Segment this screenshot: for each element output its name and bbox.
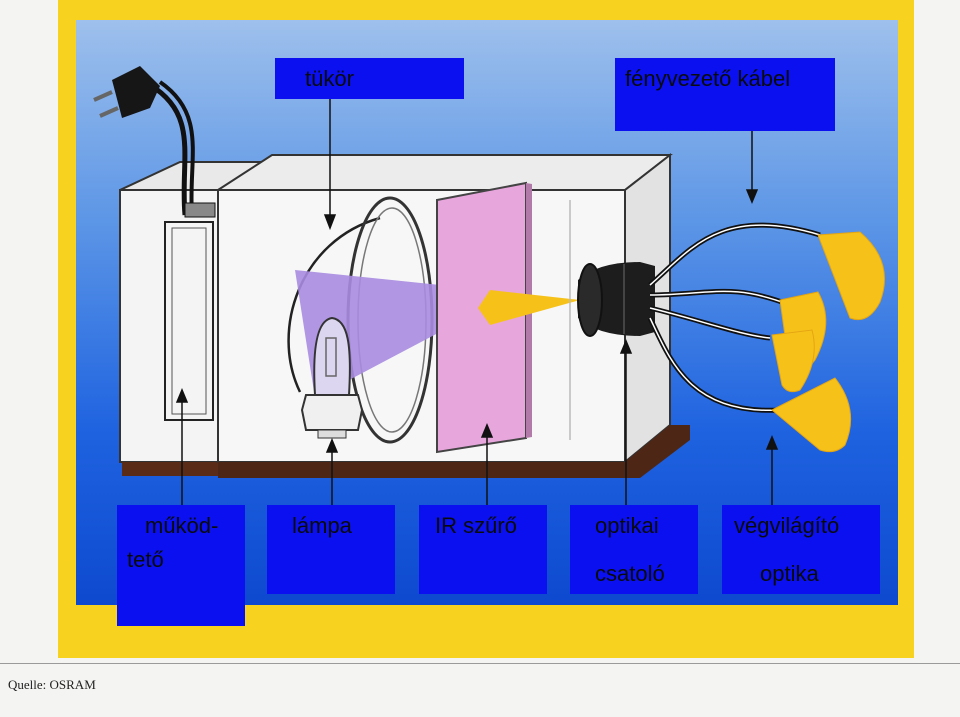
label-mirror-text: tükör [305, 66, 354, 91]
halogen-lamp-icon [300, 316, 364, 439]
end-light-cones [771, 231, 885, 453]
label-end-optics: végvilágító optika [722, 505, 880, 594]
label-optical-coupler: optikai csatoló [570, 505, 698, 594]
label-coupler-line1: optikai [595, 513, 659, 538]
label-driver-line2: tető [127, 547, 164, 572]
fiber-highlights [649, 224, 821, 411]
label-fiber-cable: fényvezető kábel [615, 58, 835, 131]
label-end-optics-line1: végvilágító [734, 513, 840, 538]
label-driver-line1: működ- [145, 513, 219, 538]
label-lamp-text: lámpa [292, 513, 352, 538]
label-mirror: tükör [275, 58, 464, 99]
label-ir-filter: IR szűrő [419, 505, 547, 594]
ir-filter-plate [436, 181, 532, 454]
source-credit: Quelle: OSRAM [8, 677, 96, 692]
pointer-arrows [175, 99, 779, 505]
label-fiber-cable-text: fényvezető kábel [625, 66, 791, 91]
label-ir-filter-text: IR szűrő [435, 513, 517, 538]
optical-coupler [577, 262, 655, 337]
focused-light-cone [478, 290, 580, 325]
power-plug-icon [93, 66, 216, 218]
label-lamp: lámpa [267, 505, 395, 594]
footer-rule [0, 663, 960, 664]
label-coupler-line2: csatoló [595, 561, 665, 586]
label-driver: működ- tető [117, 505, 245, 626]
label-end-optics-line2: optika [760, 561, 819, 586]
